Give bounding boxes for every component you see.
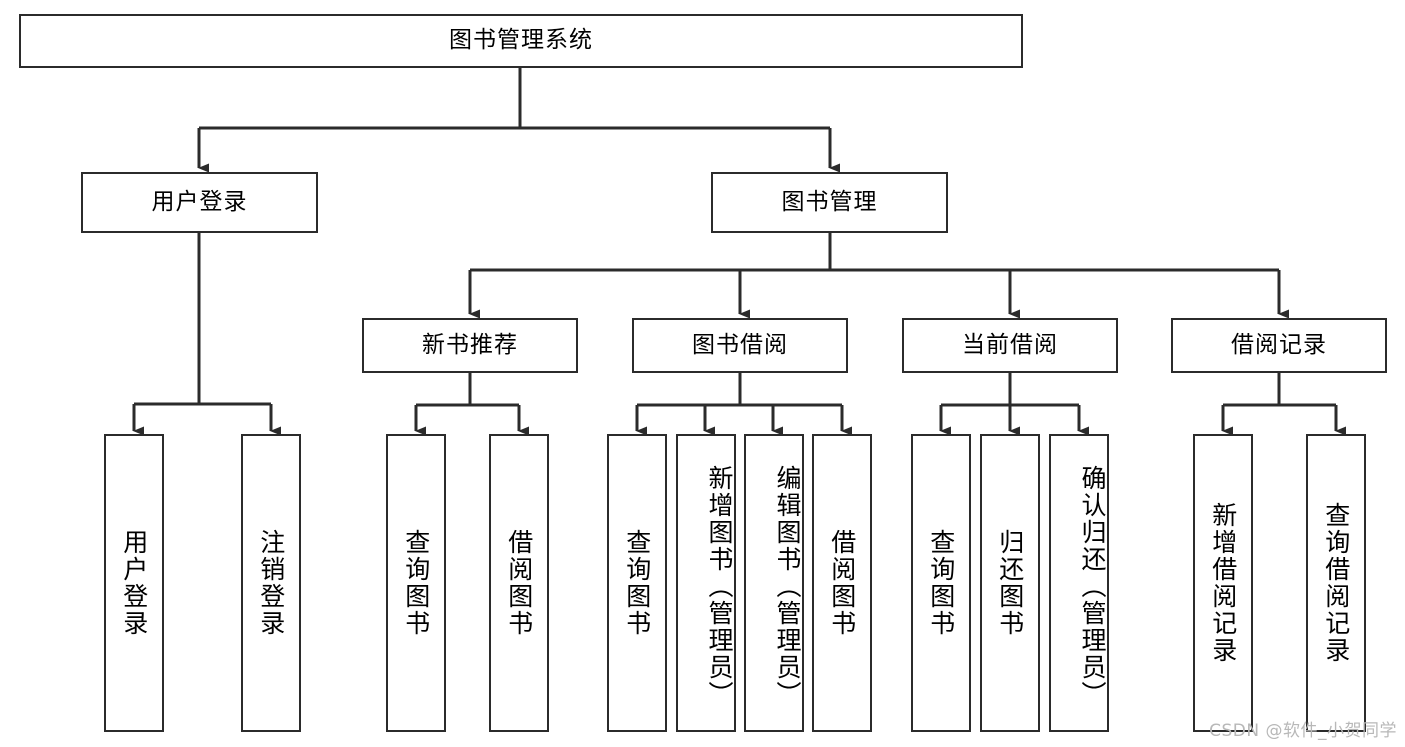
node-leaf-new-book-borrow-book[interactable]: 借阅图书 xyxy=(489,434,549,732)
node-leaf-new-book-query-book[interactable]: 查询图书 xyxy=(386,434,446,732)
node-root-book-management-system[interactable]: 图书管理系统 xyxy=(19,14,1023,68)
node-leaf-book-borrow-add-book-admin[interactable]: 新增图书（管理员） xyxy=(676,434,736,732)
node-leaf-label: 注销登录 xyxy=(256,529,286,637)
node-current-borrow-label: 当前借阅 xyxy=(962,331,1058,358)
node-leaf-borrow-record-add-record[interactable]: 新增借阅记录 xyxy=(1193,434,1253,732)
node-leaf-user-login-login[interactable]: 用户登录 xyxy=(104,434,164,732)
node-leaf-label: 新增借阅记录 xyxy=(1208,502,1238,664)
node-leaf-current-borrow-confirm-return-admin[interactable]: 确认归还（管理员） xyxy=(1049,434,1109,732)
node-leaf-user-login-logout[interactable]: 注销登录 xyxy=(241,434,301,732)
node-book-management[interactable]: 图书管理 xyxy=(711,172,948,233)
node-user-login-label: 用户登录 xyxy=(151,188,248,215)
node-leaf-book-borrow-edit-book-admin[interactable]: 编辑图书（管理员） xyxy=(744,434,804,732)
node-new-book-recommend-label: 新书推荐 xyxy=(422,331,518,358)
node-leaf-current-borrow-query-book[interactable]: 查询图书 xyxy=(911,434,971,732)
node-root-label: 图书管理系统 xyxy=(449,27,593,54)
csdn-watermark: CSDN @软件_小贺同学 xyxy=(1209,721,1397,741)
node-leaf-label: 用户登录 xyxy=(119,529,149,637)
node-leaf-label: 新增图书（管理员） xyxy=(705,464,734,708)
node-book-management-label: 图书管理 xyxy=(781,188,878,215)
node-leaf-label: 查询图书 xyxy=(926,529,956,637)
node-leaf-label: 查询图书 xyxy=(401,529,431,637)
node-leaf-label: 确认归还（管理员） xyxy=(1078,464,1107,708)
node-borrow-record[interactable]: 借阅记录 xyxy=(1171,318,1387,373)
node-leaf-borrow-record-query-record[interactable]: 查询借阅记录 xyxy=(1306,434,1366,732)
node-leaf-label: 查询图书 xyxy=(622,529,652,637)
node-user-login[interactable]: 用户登录 xyxy=(81,172,318,233)
node-leaf-label: 编辑图书（管理员） xyxy=(773,464,802,708)
node-leaf-book-borrow-borrow-book[interactable]: 借阅图书 xyxy=(812,434,872,732)
node-new-book-recommend[interactable]: 新书推荐 xyxy=(362,318,578,373)
node-leaf-label: 借阅图书 xyxy=(827,529,857,637)
node-book-borrow-label: 图书借阅 xyxy=(692,331,788,358)
node-borrow-record-label: 借阅记录 xyxy=(1231,331,1327,358)
node-leaf-label: 借阅图书 xyxy=(504,529,534,637)
node-book-borrow[interactable]: 图书借阅 xyxy=(632,318,848,373)
node-leaf-label: 查询借阅记录 xyxy=(1321,502,1351,664)
node-leaf-book-borrow-query-book[interactable]: 查询图书 xyxy=(607,434,667,732)
node-leaf-current-borrow-return-book[interactable]: 归还图书 xyxy=(980,434,1040,732)
node-leaf-label: 归还图书 xyxy=(995,529,1025,637)
node-current-borrow[interactable]: 当前借阅 xyxy=(902,318,1118,373)
